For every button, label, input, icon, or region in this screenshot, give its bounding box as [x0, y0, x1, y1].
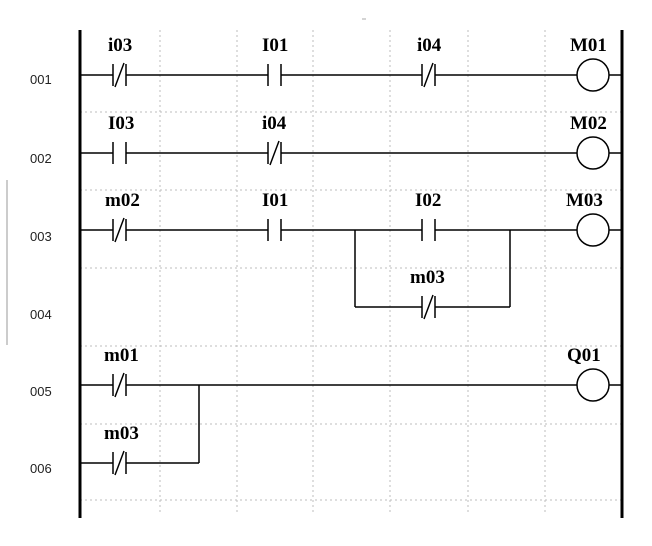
coil: [576, 368, 610, 402]
no-contact: [267, 64, 282, 86]
no-contact: [267, 219, 282, 241]
no-contact: [421, 219, 436, 241]
nc-contact: [112, 450, 127, 476]
contact-label: i04: [417, 35, 442, 56]
coil-label: M01: [570, 35, 607, 56]
row-number: 002: [30, 151, 52, 166]
contact-label: I03: [108, 113, 134, 134]
coil-label: M03: [566, 190, 603, 211]
row-number: 004: [30, 307, 52, 322]
rung-1: i03 I01 i04 M01: [80, 35, 622, 92]
nc-contact: [421, 294, 436, 320]
row-number: 001: [30, 72, 52, 87]
no-contact: [112, 142, 127, 164]
grid: [80, 30, 622, 512]
nc-contact: [112, 62, 127, 88]
coil-label: Q01: [567, 345, 601, 366]
nc-contact: [421, 62, 436, 88]
contact-label: I01: [262, 190, 288, 211]
coil: [576, 136, 610, 170]
contact-label: i03: [108, 35, 132, 56]
row-number: 005: [30, 384, 52, 399]
contact-label: I01: [262, 35, 288, 56]
coil-label: M02: [570, 113, 607, 134]
rung-3: m02 I01 I02 m03 M03: [80, 190, 622, 320]
row-numbers: 001 002 003 004 005 006: [30, 72, 52, 476]
rung-2: I03 i04 M02: [80, 113, 622, 170]
contact-label: m03: [104, 423, 139, 444]
contact-label: i04: [262, 113, 287, 134]
coil: [576, 58, 610, 92]
contact-label: m01: [104, 345, 139, 366]
rung-4: m01 m03 Q01: [80, 345, 622, 476]
row-number: 003: [30, 229, 52, 244]
contact-label: I02: [415, 190, 441, 211]
coil: [576, 213, 610, 247]
nc-contact: [267, 140, 282, 166]
contact-label: m02: [105, 190, 140, 211]
row-number: 006: [30, 461, 52, 476]
contact-label: m03: [410, 267, 445, 288]
nc-contact: [112, 372, 127, 398]
nc-contact: [112, 217, 127, 243]
